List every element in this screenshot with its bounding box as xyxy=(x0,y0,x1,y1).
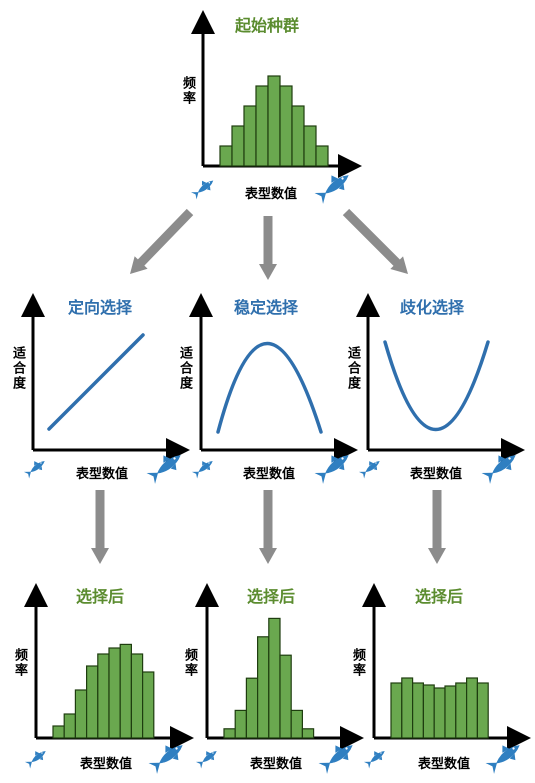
after-stabilizing-bar xyxy=(268,617,281,739)
fish-large-icon xyxy=(314,175,349,204)
arrow-down-icon xyxy=(428,490,446,564)
after-stabilizing-bar xyxy=(257,636,270,739)
start-bar xyxy=(279,85,293,167)
stabilizing-fitness-curve xyxy=(216,342,323,434)
after-disruptive-bar xyxy=(433,687,446,739)
x-label-after-middle: 表型数值 xyxy=(250,757,303,772)
after-stabilizing-bar xyxy=(234,709,247,739)
after-directional-bar xyxy=(130,653,144,739)
after-stabilizing-bar xyxy=(290,709,304,739)
after-directional-bar xyxy=(108,647,121,739)
after-disruptive-bar xyxy=(476,682,489,739)
disruptive-fitness-curve xyxy=(383,340,490,431)
disruptive-title: 歧化选择 xyxy=(400,298,465,317)
x-label-disruptive: 表型数值 xyxy=(410,467,463,482)
directional-title: 定向选择 xyxy=(68,298,133,317)
after-stabilizing-bar xyxy=(301,728,315,739)
fish-large-icon xyxy=(146,455,181,484)
start-bar xyxy=(315,145,329,167)
after-disruptive-bar xyxy=(401,677,414,739)
x-label-after-left: 表型数值 xyxy=(80,757,133,772)
arrow-down-icon xyxy=(259,490,277,564)
fish-small-icon xyxy=(191,460,213,479)
after-title-right: 选择后 xyxy=(415,587,464,606)
after-directional-bar xyxy=(142,671,155,739)
y-label-directional: 适合度 xyxy=(10,346,25,391)
start-bar xyxy=(291,105,305,167)
fish-large-icon xyxy=(485,745,520,774)
x-label-start: 表型数值 xyxy=(245,187,298,202)
after-directional-bar xyxy=(97,653,110,739)
after-directional-bar xyxy=(85,665,99,739)
directional-fitness-curve xyxy=(47,333,145,431)
after-title-middle: 选择后 xyxy=(247,587,296,606)
fish-large-icon xyxy=(481,455,516,484)
after-directional-bar xyxy=(119,643,132,739)
after-disruptive-bar xyxy=(455,682,468,739)
after-directional-bar xyxy=(52,725,65,739)
y-label-after-right: 频率 xyxy=(350,648,365,678)
arrow-down-icon xyxy=(342,208,408,274)
fish-small-icon xyxy=(358,460,380,479)
after-stabilizing-bar xyxy=(223,728,236,739)
fish-large-icon xyxy=(314,455,349,484)
y-label-after-left: 频率 xyxy=(12,648,27,678)
start-bar xyxy=(219,145,233,167)
start-bar xyxy=(303,125,317,167)
after-disruptive-bar xyxy=(390,682,403,739)
fish-small-icon xyxy=(23,460,45,479)
y-label-disruptive: 适合度 xyxy=(345,346,360,391)
arrow-down-icon xyxy=(91,490,109,564)
start-bar xyxy=(231,125,245,167)
after-disruptive-bar xyxy=(412,682,425,739)
after-disruptive-bar xyxy=(466,677,479,739)
after-directional-bar xyxy=(74,689,88,739)
arrow-down-icon xyxy=(259,216,277,280)
fish-large-icon xyxy=(318,745,353,774)
fish-small-icon xyxy=(195,750,217,769)
start-bar xyxy=(243,105,257,167)
start-population-title: 起始种群 xyxy=(235,16,300,35)
after-disruptive-bar xyxy=(422,684,435,739)
y-label-after-middle: 频率 xyxy=(182,648,197,678)
x-label-after-right: 表型数值 xyxy=(418,757,471,772)
arrow-down-icon xyxy=(130,208,194,274)
fish-small-icon xyxy=(24,750,46,769)
stabilizing-title: 稳定选择 xyxy=(234,298,299,317)
after-stabilizing-bar xyxy=(279,654,292,739)
start-bar xyxy=(255,85,269,167)
fish-small-icon xyxy=(363,750,385,769)
after-title-left: 选择后 xyxy=(76,587,125,606)
y-label-stabilizing: 适合度 xyxy=(177,346,192,391)
start-bar xyxy=(267,75,281,167)
after-directional-bar xyxy=(63,713,76,739)
fish-large-icon xyxy=(148,745,183,774)
x-label-directional: 表型数值 xyxy=(76,467,129,482)
x-label-stabilizing: 表型数值 xyxy=(243,467,296,482)
after-stabilizing-bar xyxy=(245,677,259,739)
y-label-start: 频率 xyxy=(180,76,195,106)
after-disruptive-bar xyxy=(444,685,457,739)
fish-small-icon xyxy=(191,180,214,200)
